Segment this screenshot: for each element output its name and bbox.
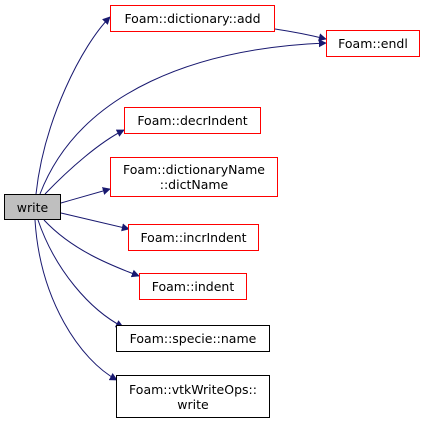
node-indent[interactable]: Foam::indent bbox=[139, 273, 247, 300]
edge-write-to-indent bbox=[43, 219, 140, 278]
edge-write-to-vtkWrite bbox=[34, 219, 118, 381]
node-dictionaryName-dictName[interactable]: Foam::dictionaryName ::dictName bbox=[110, 157, 278, 197]
edge-write-to-specieName bbox=[37, 219, 124, 328]
node-decrIndent-label: Foam::decrIndent bbox=[137, 113, 248, 128]
node-write-label: write bbox=[16, 199, 49, 215]
node-incrIndent[interactable]: Foam::incrIndent bbox=[128, 224, 259, 251]
node-incrIndent-label: Foam::incrIndent bbox=[140, 230, 247, 245]
node-write: write bbox=[4, 194, 61, 220]
edge-add-to-endl bbox=[274, 28, 327, 42]
edge-write-to-endl bbox=[39, 39, 327, 195]
node-vtkWrite-label-line2: write bbox=[177, 396, 209, 412]
node-dictName-label-line2: ::dictName bbox=[159, 177, 229, 192]
node-dictionary-add-label: Foam::dictionary::add bbox=[124, 11, 261, 26]
node-endl-label: Foam::endl bbox=[338, 36, 408, 51]
node-vtkWriteOps-write[interactable]: Foam::vtkWriteOps:: write bbox=[116, 375, 270, 418]
edge-write-to-dictName bbox=[60, 187, 111, 204]
node-indent-label: Foam::indent bbox=[151, 279, 235, 294]
node-endl[interactable]: Foam::endl bbox=[326, 30, 420, 57]
node-vtkWrite-label-line1: Foam::vtkWriteOps:: bbox=[129, 381, 257, 397]
node-specie-name[interactable]: Foam::specie::name bbox=[116, 325, 270, 352]
node-decrIndent[interactable]: Foam::decrIndent bbox=[124, 107, 261, 134]
node-dictName-label-line1: Foam::dictionaryName bbox=[123, 162, 265, 177]
node-dictionary-add[interactable]: Foam::dictionary::add bbox=[110, 5, 275, 32]
edge-write-to-incrIndent bbox=[60, 212, 130, 232]
edge-write-to-decrIndent bbox=[44, 129, 125, 195]
node-specie-name-label: Foam::specie::name bbox=[129, 331, 257, 346]
edge-write-to-add bbox=[35, 16, 111, 195]
